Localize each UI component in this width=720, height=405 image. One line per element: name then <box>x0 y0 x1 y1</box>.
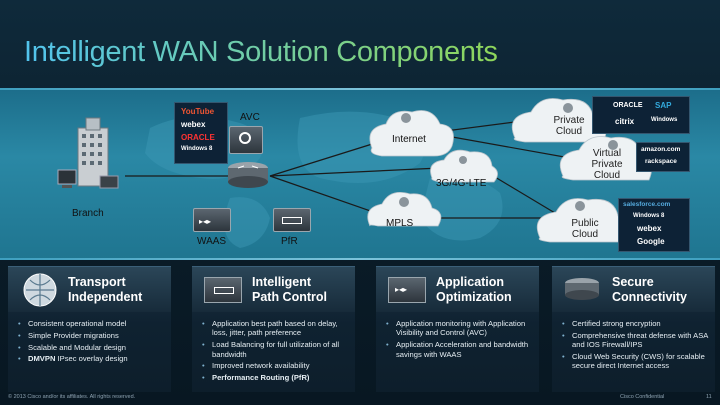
oracle-logo: ORACLE <box>181 133 215 142</box>
list-item-bold: Performance Routing (PfR) <box>212 373 310 383</box>
card-title: Intelligent Path Control <box>252 275 352 305</box>
router-icon <box>565 278 599 300</box>
internet-label: Internet <box>392 134 426 145</box>
card-title-line1: Secure <box>612 275 654 289</box>
diagram-graphics <box>57 98 653 248</box>
rackspace-logo: rackspace <box>645 158 677 165</box>
waas-device-icon: ▸◂▸ <box>193 208 231 232</box>
card-title-line2: Independent <box>68 290 143 304</box>
mpls-label: MPLS <box>386 218 414 229</box>
band-bottom-line <box>0 258 720 260</box>
app-logo-panel: YouTube webex ORACLE Windows 8 <box>174 102 228 164</box>
windows-logo: Windows <box>651 117 678 123</box>
private-cloud-label: Private Cloud <box>553 115 585 137</box>
list-item: Certified strong encryption <box>562 319 714 329</box>
card-title-line1: Intelligent <box>252 275 312 289</box>
card-transport-independent: Transport Independent Consistent operati… <box>8 266 171 392</box>
band-top-line <box>0 88 720 90</box>
list-item: Cloud Web Security (CWS) for scalable se… <box>562 352 714 371</box>
card-title: Transport Independent <box>68 275 168 305</box>
lte-label: 3G/4G-LTE <box>436 178 487 189</box>
public-logo-panel: salesforce.com Windows 8 webex Google <box>618 198 690 252</box>
webex-logo: webex <box>181 120 206 129</box>
card-header: Secure Connectivity <box>552 267 715 312</box>
network-diagram: YouTube webex ORACLE Windows 8 AVC ▸◂▸ W… <box>0 88 720 260</box>
card-title-line1: Application <box>436 275 505 289</box>
card-title-line2: Optimization <box>436 290 512 304</box>
public-cloud-label: Public Cloud <box>571 218 599 240</box>
list-item: Scalable and Modular design <box>18 343 170 353</box>
citrix-logo: citrix <box>615 117 635 126</box>
windows-logo: Windows 8 <box>633 213 665 219</box>
card-header: Transport Independent <box>8 267 171 312</box>
card-application-optimization: ▸◂▸ Application Optimization Application… <box>376 266 539 392</box>
card-title-line2: Connectivity <box>612 290 688 304</box>
footer-confidential: Cisco Confidential <box>620 394 665 400</box>
list-item: Comprehensive threat defense with ASA an… <box>562 331 714 350</box>
globe-icon <box>23 273 57 307</box>
bullet-list: Consistent operational model Simple Prov… <box>18 319 170 366</box>
list-item: Application Acceleration and bandwidth s… <box>386 340 538 359</box>
router-icon <box>228 162 268 188</box>
vpc-logo-panel: amazon.com rackspace <box>636 142 690 172</box>
branch-building-icon <box>57 117 119 189</box>
bullet-list: Application monitoring with Application … <box>386 319 538 361</box>
windows-logo: Windows 8 <box>181 146 213 152</box>
virtual-private-cloud-label: Virtual Private Cloud <box>591 148 623 181</box>
sap-logo: SAP <box>655 101 672 110</box>
avc-device-icon <box>229 126 263 154</box>
amazon-logo: amazon.com <box>641 146 681 153</box>
bullet-list: Certified strong encryption Comprehensiv… <box>562 319 714 373</box>
card-title-line1: Transport <box>68 275 126 289</box>
card-header: Intelligent Path Control <box>192 267 355 312</box>
cloud-shapes <box>367 98 653 243</box>
card-intelligent-path-control: Intelligent Path Control Application bes… <box>192 266 355 392</box>
page-title: Intelligent WAN Solution Components <box>24 36 498 68</box>
list-item: DMVPN IPsec overlay design <box>18 354 170 364</box>
branch-label: Branch <box>72 208 104 219</box>
list-item-rest: IPsec overlay design <box>55 354 128 364</box>
card-secure-connectivity: Secure Connectivity Certified strong enc… <box>552 266 715 392</box>
footer-page-number: 11 <box>706 394 712 400</box>
salesforce-logo: salesforce.com <box>623 201 671 208</box>
waas-label: WAAS <box>197 236 227 247</box>
list-item: Load Balancing for full utilization of a… <box>202 340 354 359</box>
card-title: Application Optimization <box>436 275 536 305</box>
youtube-logo: YouTube <box>181 107 215 116</box>
waas-device-icon: ▸◂▸ <box>388 277 426 303</box>
bullet-list: Application best path based on delay, lo… <box>202 319 354 385</box>
list-item: Application monitoring with Application … <box>386 319 538 338</box>
list-item-bold: DMVPN <box>28 354 56 364</box>
pfr-device-icon <box>204 277 242 303</box>
avc-label: AVC <box>240 112 260 123</box>
webex-logo: webex <box>637 224 662 233</box>
list-item: Simple Provider migrations <box>18 331 170 341</box>
google-logo: Google <box>637 237 665 246</box>
oracle-logo: ORACLE <box>613 102 643 109</box>
pfr-device-icon <box>273 208 311 232</box>
card-title-line2: Path Control <box>252 290 327 304</box>
card-title: Secure Connectivity <box>612 275 712 305</box>
footer-copyright: © 2013 Cisco and/or its affiliates. All … <box>8 394 136 400</box>
private-logo-panel: ORACLE SAP citrix Windows <box>592 96 690 134</box>
list-item: Application best path based on delay, lo… <box>202 319 354 338</box>
pfr-label: PfR <box>281 236 298 247</box>
list-item: Performance Routing (PfR) <box>202 373 354 383</box>
card-header: ▸◂▸ Application Optimization <box>376 267 539 312</box>
list-item: Improved network availability <box>202 361 354 371</box>
list-item: Consistent operational model <box>18 319 170 329</box>
